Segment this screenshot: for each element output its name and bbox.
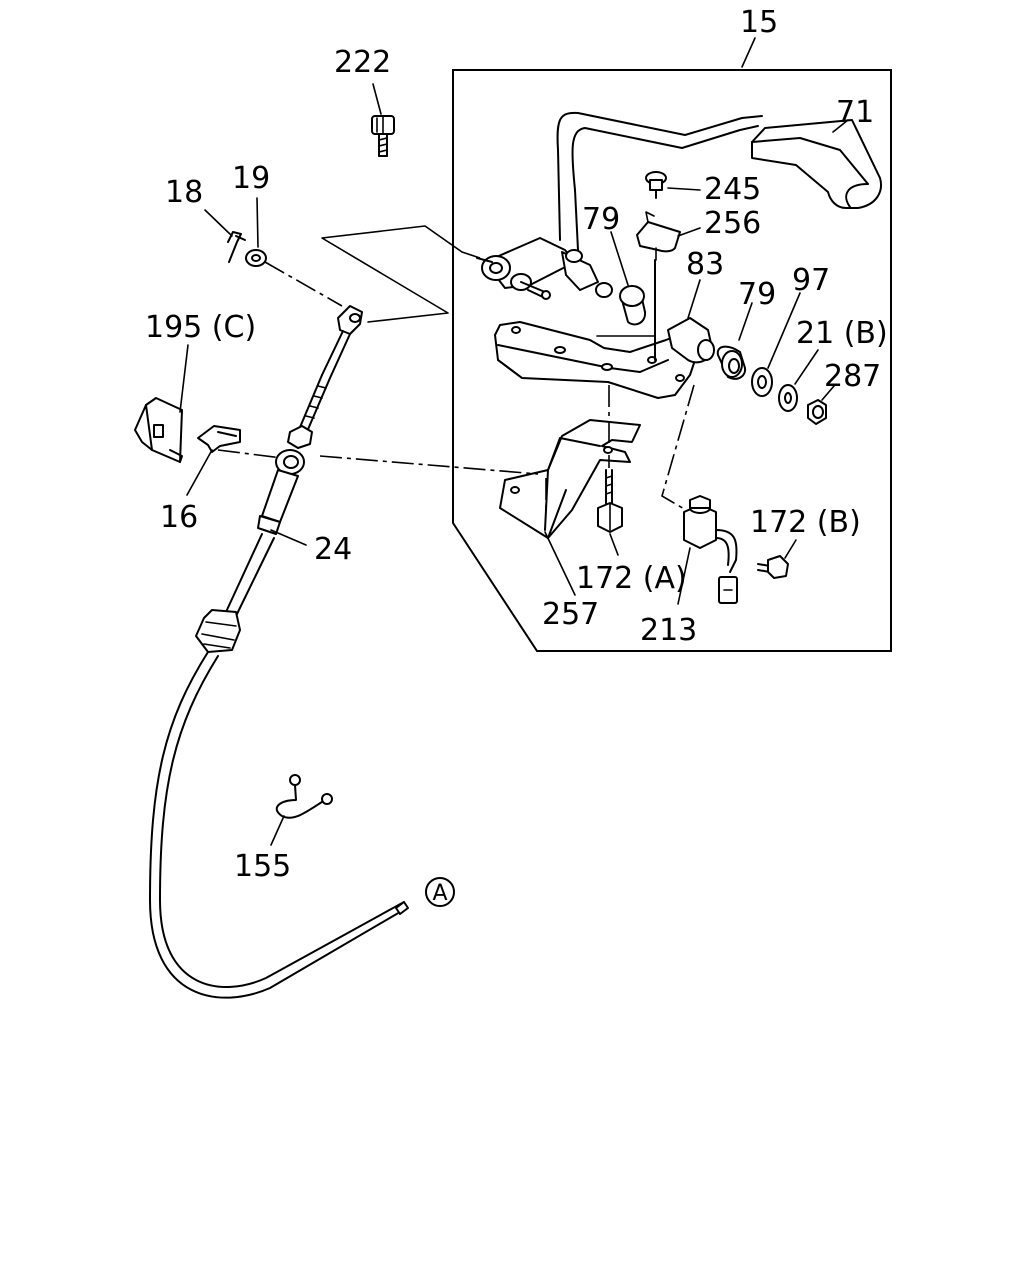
callout-97: 97 xyxy=(792,263,830,298)
callout-79-right: 79 xyxy=(738,277,776,312)
clamp-155-icon xyxy=(270,774,333,846)
assembly-15-boundary xyxy=(452,69,892,652)
bushing-79-right-icon xyxy=(716,302,753,380)
callout-15: 15 xyxy=(740,5,778,40)
callout-287: 287 xyxy=(824,359,881,394)
alignment-lines xyxy=(217,251,695,511)
callout-19: 19 xyxy=(232,161,270,196)
callout-18: 18 xyxy=(165,175,203,210)
washer-21b-icon xyxy=(778,349,819,412)
pivot-yoke-icon xyxy=(476,237,613,300)
washer-97-icon xyxy=(751,292,801,397)
bolt-222-icon xyxy=(371,83,395,157)
bushing-79-left-icon xyxy=(610,231,647,326)
reference-a-marker xyxy=(425,877,455,907)
bolt-172a-icon xyxy=(597,469,623,556)
callout-213: 213 xyxy=(640,613,697,648)
callout-257: 257 xyxy=(542,597,599,632)
bracket-257-icon xyxy=(499,419,641,596)
callout-222: 222 xyxy=(334,45,391,80)
screw-172b-icon xyxy=(757,539,797,579)
callout-155: 155 xyxy=(234,849,291,884)
bracket-195c-icon xyxy=(134,344,189,463)
callout-245: 245 xyxy=(704,172,761,207)
clip-18-icon xyxy=(204,209,246,263)
callout-24: 24 xyxy=(314,532,352,567)
leader-15 xyxy=(741,37,756,68)
switch-213-icon xyxy=(677,495,738,605)
projection-plane xyxy=(321,225,463,323)
callout-83: 83 xyxy=(686,247,724,282)
callout-16: 16 xyxy=(160,500,198,535)
callout-172b: 172 (B) xyxy=(750,505,861,540)
reference-a-label: A xyxy=(432,881,447,906)
shift-lever-71-icon xyxy=(556,111,882,291)
callout-256: 256 xyxy=(704,206,761,241)
clip-16-icon xyxy=(186,425,241,496)
callout-labels: 15 222 71 18 19 245 79 256 83 79 97 21 (… xyxy=(145,5,888,906)
nut-287-icon xyxy=(807,385,835,425)
control-cable-24-icon xyxy=(149,305,409,999)
clip-256-icon xyxy=(636,211,701,261)
base-plate-icon xyxy=(494,259,715,399)
callout-172a: 172 (A) xyxy=(576,561,687,596)
callout-21b: 21 (B) xyxy=(796,316,888,351)
washer-19-icon xyxy=(245,197,267,267)
callout-71: 71 xyxy=(836,95,874,130)
callout-195c: 195 (C) xyxy=(145,310,256,345)
callout-79-left: 79 xyxy=(582,202,620,237)
screw-245-icon xyxy=(645,171,701,199)
